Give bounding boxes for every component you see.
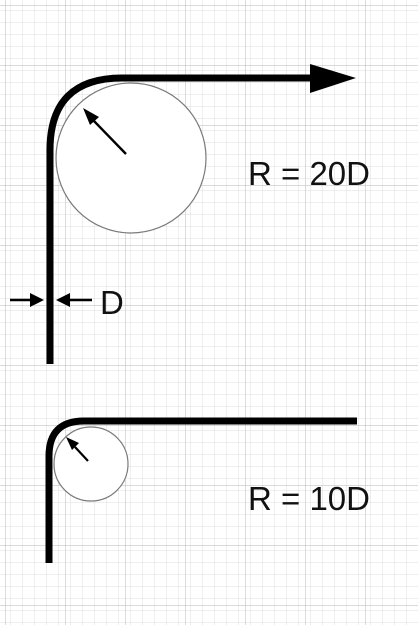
bend-20d: R = 20D	[46, 64, 370, 364]
diameter-arrow-left-icon	[30, 293, 44, 307]
radius-label-20d: R = 20D	[248, 155, 370, 192]
diameter-arrow-right-icon	[56, 293, 70, 307]
bend-radius-circle-20d	[55, 82, 207, 234]
pipe-10d	[45, 417, 357, 563]
bend-10d: R = 10D	[45, 417, 370, 563]
diameter-dimension: D	[10, 284, 124, 321]
radius-label-10d: R = 10D	[248, 480, 370, 517]
radius-arrow-10d	[66, 437, 89, 462]
pipe-20d-arrowhead	[310, 64, 356, 93]
pipe-20d	[46, 74, 318, 364]
bend-radius-circle-10d	[53, 426, 129, 502]
diameter-label: D	[100, 284, 124, 321]
radius-arrow-20d	[83, 108, 127, 155]
